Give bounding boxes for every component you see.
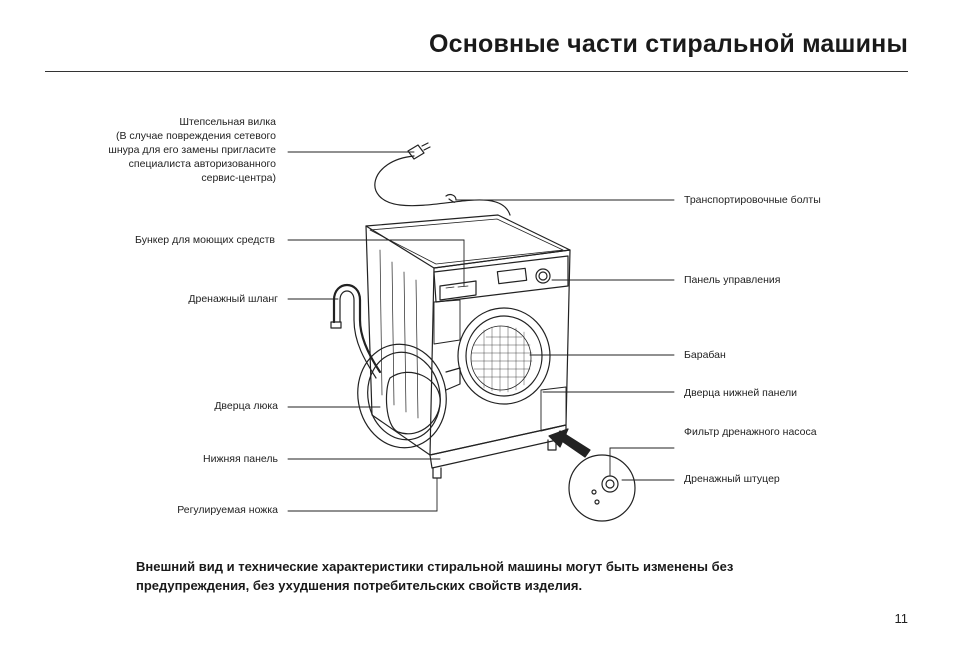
leader-lines-left: [287, 151, 465, 512]
label-drum: Барабан: [684, 349, 726, 361]
drain-hose-icon: [330, 284, 382, 379]
label-detergent-drawer: Бункер для моющих средств: [135, 234, 275, 246]
label-lower-panel-door: Дверца нижней панели: [684, 387, 797, 399]
machine-side: [365, 225, 435, 456]
door: [357, 343, 461, 449]
transport-bolt-icon: [445, 194, 457, 203]
disclaimer-note: Внешний вид и технические характеристики…: [136, 559, 734, 593]
leader-lines-right: [455, 199, 675, 481]
bottom-panel: [429, 424, 567, 469]
power-plug-icon: [374, 142, 511, 216]
adjustable-foot: [432, 467, 442, 479]
label-transport-bolts: Транспортировочные болты: [684, 194, 821, 206]
label-plug: Штепсельная вилка (В случае повреждения …: [108, 116, 276, 184]
label-door: Дверца люка: [214, 400, 278, 412]
drum: [457, 307, 551, 405]
control-panel: [433, 255, 569, 303]
page-title: Основные части стиральной машины: [428, 30, 908, 58]
lower-panel-door: [540, 386, 567, 432]
label-adjustable-foot: Регулируемая ножка: [177, 504, 278, 516]
page-number: 11: [894, 611, 909, 626]
title-divider: [45, 71, 908, 72]
label-drain-hose: Дренажный шланг: [188, 293, 278, 305]
label-pump-filter: Фильтр дренажного насоса: [684, 426, 817, 438]
detergent-drawer: [439, 280, 477, 301]
label-bottom-panel: Нижняя панель: [203, 453, 278, 465]
pump-filter-detail: [568, 454, 636, 522]
machine-top: [365, 214, 571, 269]
label-control-panel: Панель управления: [684, 274, 781, 286]
label-drain-nozzle: Дренажный штуцер: [684, 473, 780, 485]
